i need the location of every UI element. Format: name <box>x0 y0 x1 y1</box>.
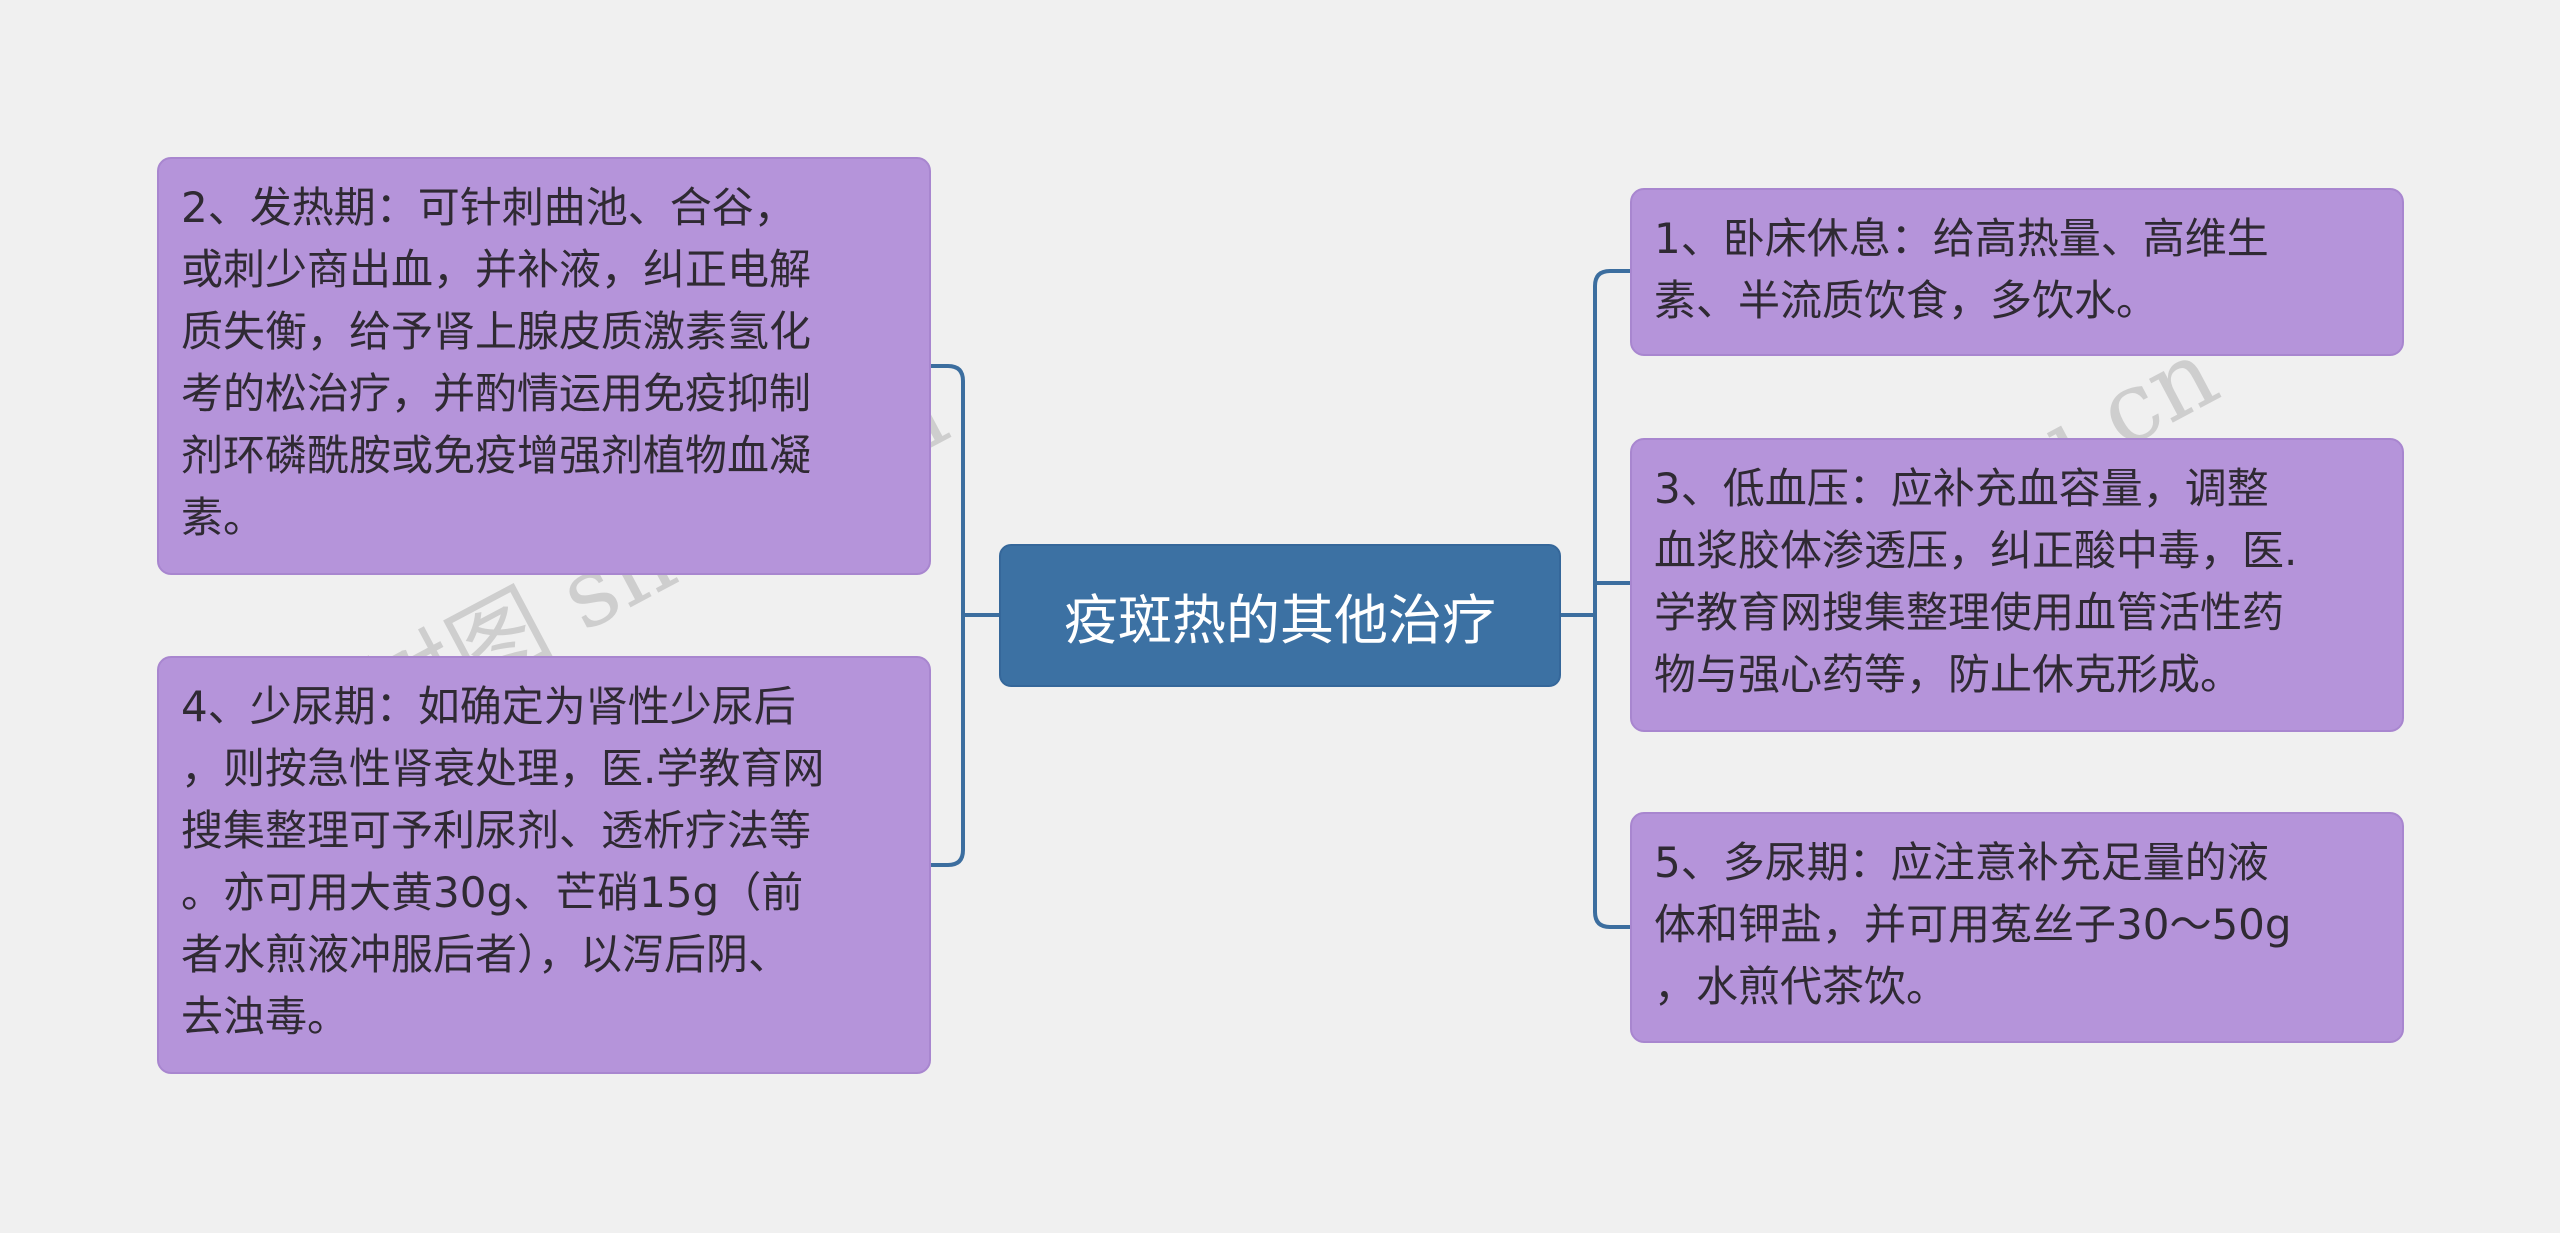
topic-text-line: 。亦可用大黄30g、芒硝15g（前 <box>181 868 804 917</box>
topic-polyuria-stage[interactable]: 5、多尿期：应注意补充足量的液 体和钾盐，并可用菟丝子30～50g ，水煎代茶饮… <box>1630 812 2404 1043</box>
topic-hypotension[interactable]: 3、低血压：应补充血容量，调整 血浆胶体渗透压，纠正酸中毒，医. 学教育网搜集整… <box>1630 438 2404 732</box>
topic-text-line: 学教育网搜集整理使用血管活性药 <box>1654 588 2285 637</box>
topic-text-line: 3、低血压：应补充血容量，调整 <box>1654 464 2269 513</box>
topic-fever-stage[interactable]: 2、发热期：可针刺曲池、合谷， 或刺少商出血，并补液，纠正电解 质失衡，给予肾上… <box>157 157 931 575</box>
topic-text-line: 去浊毒。 <box>181 992 350 1041</box>
topic-text-line: 考的松治疗，并酌情运用免疫抑制 <box>181 369 812 418</box>
topic-text-line: 搜集整理可予利尿剂、透析疗法等 <box>181 806 812 855</box>
connector-right-1 <box>1593 269 1630 929</box>
topic-text-line: 血浆胶体渗透压，纠正酸中毒，医. <box>1654 526 2298 575</box>
topic-text-line: 素、半流质饮食，多饮水。 <box>1654 276 2159 325</box>
topic-text-line: 2、发热期：可针刺曲池、合谷， <box>181 183 796 232</box>
topic-text-line: 4、少尿期：如确定为肾性少尿后 <box>181 682 796 731</box>
central-topic-title: 疫斑热的其他治疗 <box>1064 589 1496 652</box>
topic-text-line: 体和钾盐，并可用菟丝子30～50g <box>1654 900 2292 949</box>
connector-left-1 <box>931 364 965 867</box>
topic-text-line: ，水煎代茶饮。 <box>1654 962 1949 1011</box>
topic-text-line: 1、卧床休息：给高热量、高维生 <box>1654 214 2269 263</box>
topic-text-line: ，则按急性肾衰处理，医.学教育网 <box>181 744 825 793</box>
topic-text-line: 或刺少商出血，并补液，纠正电解 <box>181 245 812 294</box>
topic-text-line: 质失衡，给予肾上腺皮质激素氢化 <box>181 307 812 356</box>
topic-text-line: 者水煎液冲服后者），以泻后阴、 <box>181 930 791 979</box>
topic-text-line: 素。 <box>181 493 266 542</box>
topic-bed-rest[interactable]: 1、卧床休息：给高热量、高维生 素、半流质饮食，多饮水。 <box>1630 188 2404 356</box>
central-topic[interactable]: 疫斑热的其他治疗 <box>999 544 1561 687</box>
topic-oliguria-stage[interactable]: 4、少尿期：如确定为肾性少尿后 ，则按急性肾衰处理，医.学教育网 搜集整理可予利… <box>157 656 931 1074</box>
topic-text-line: 剂环磷酰胺或免疫增强剂植物血凝 <box>181 431 812 480</box>
topic-text-line: 物与强心药等，防止休克形成。 <box>1654 650 2243 699</box>
topic-text-line: 5、多尿期：应注意补充足量的液 <box>1654 838 2269 887</box>
